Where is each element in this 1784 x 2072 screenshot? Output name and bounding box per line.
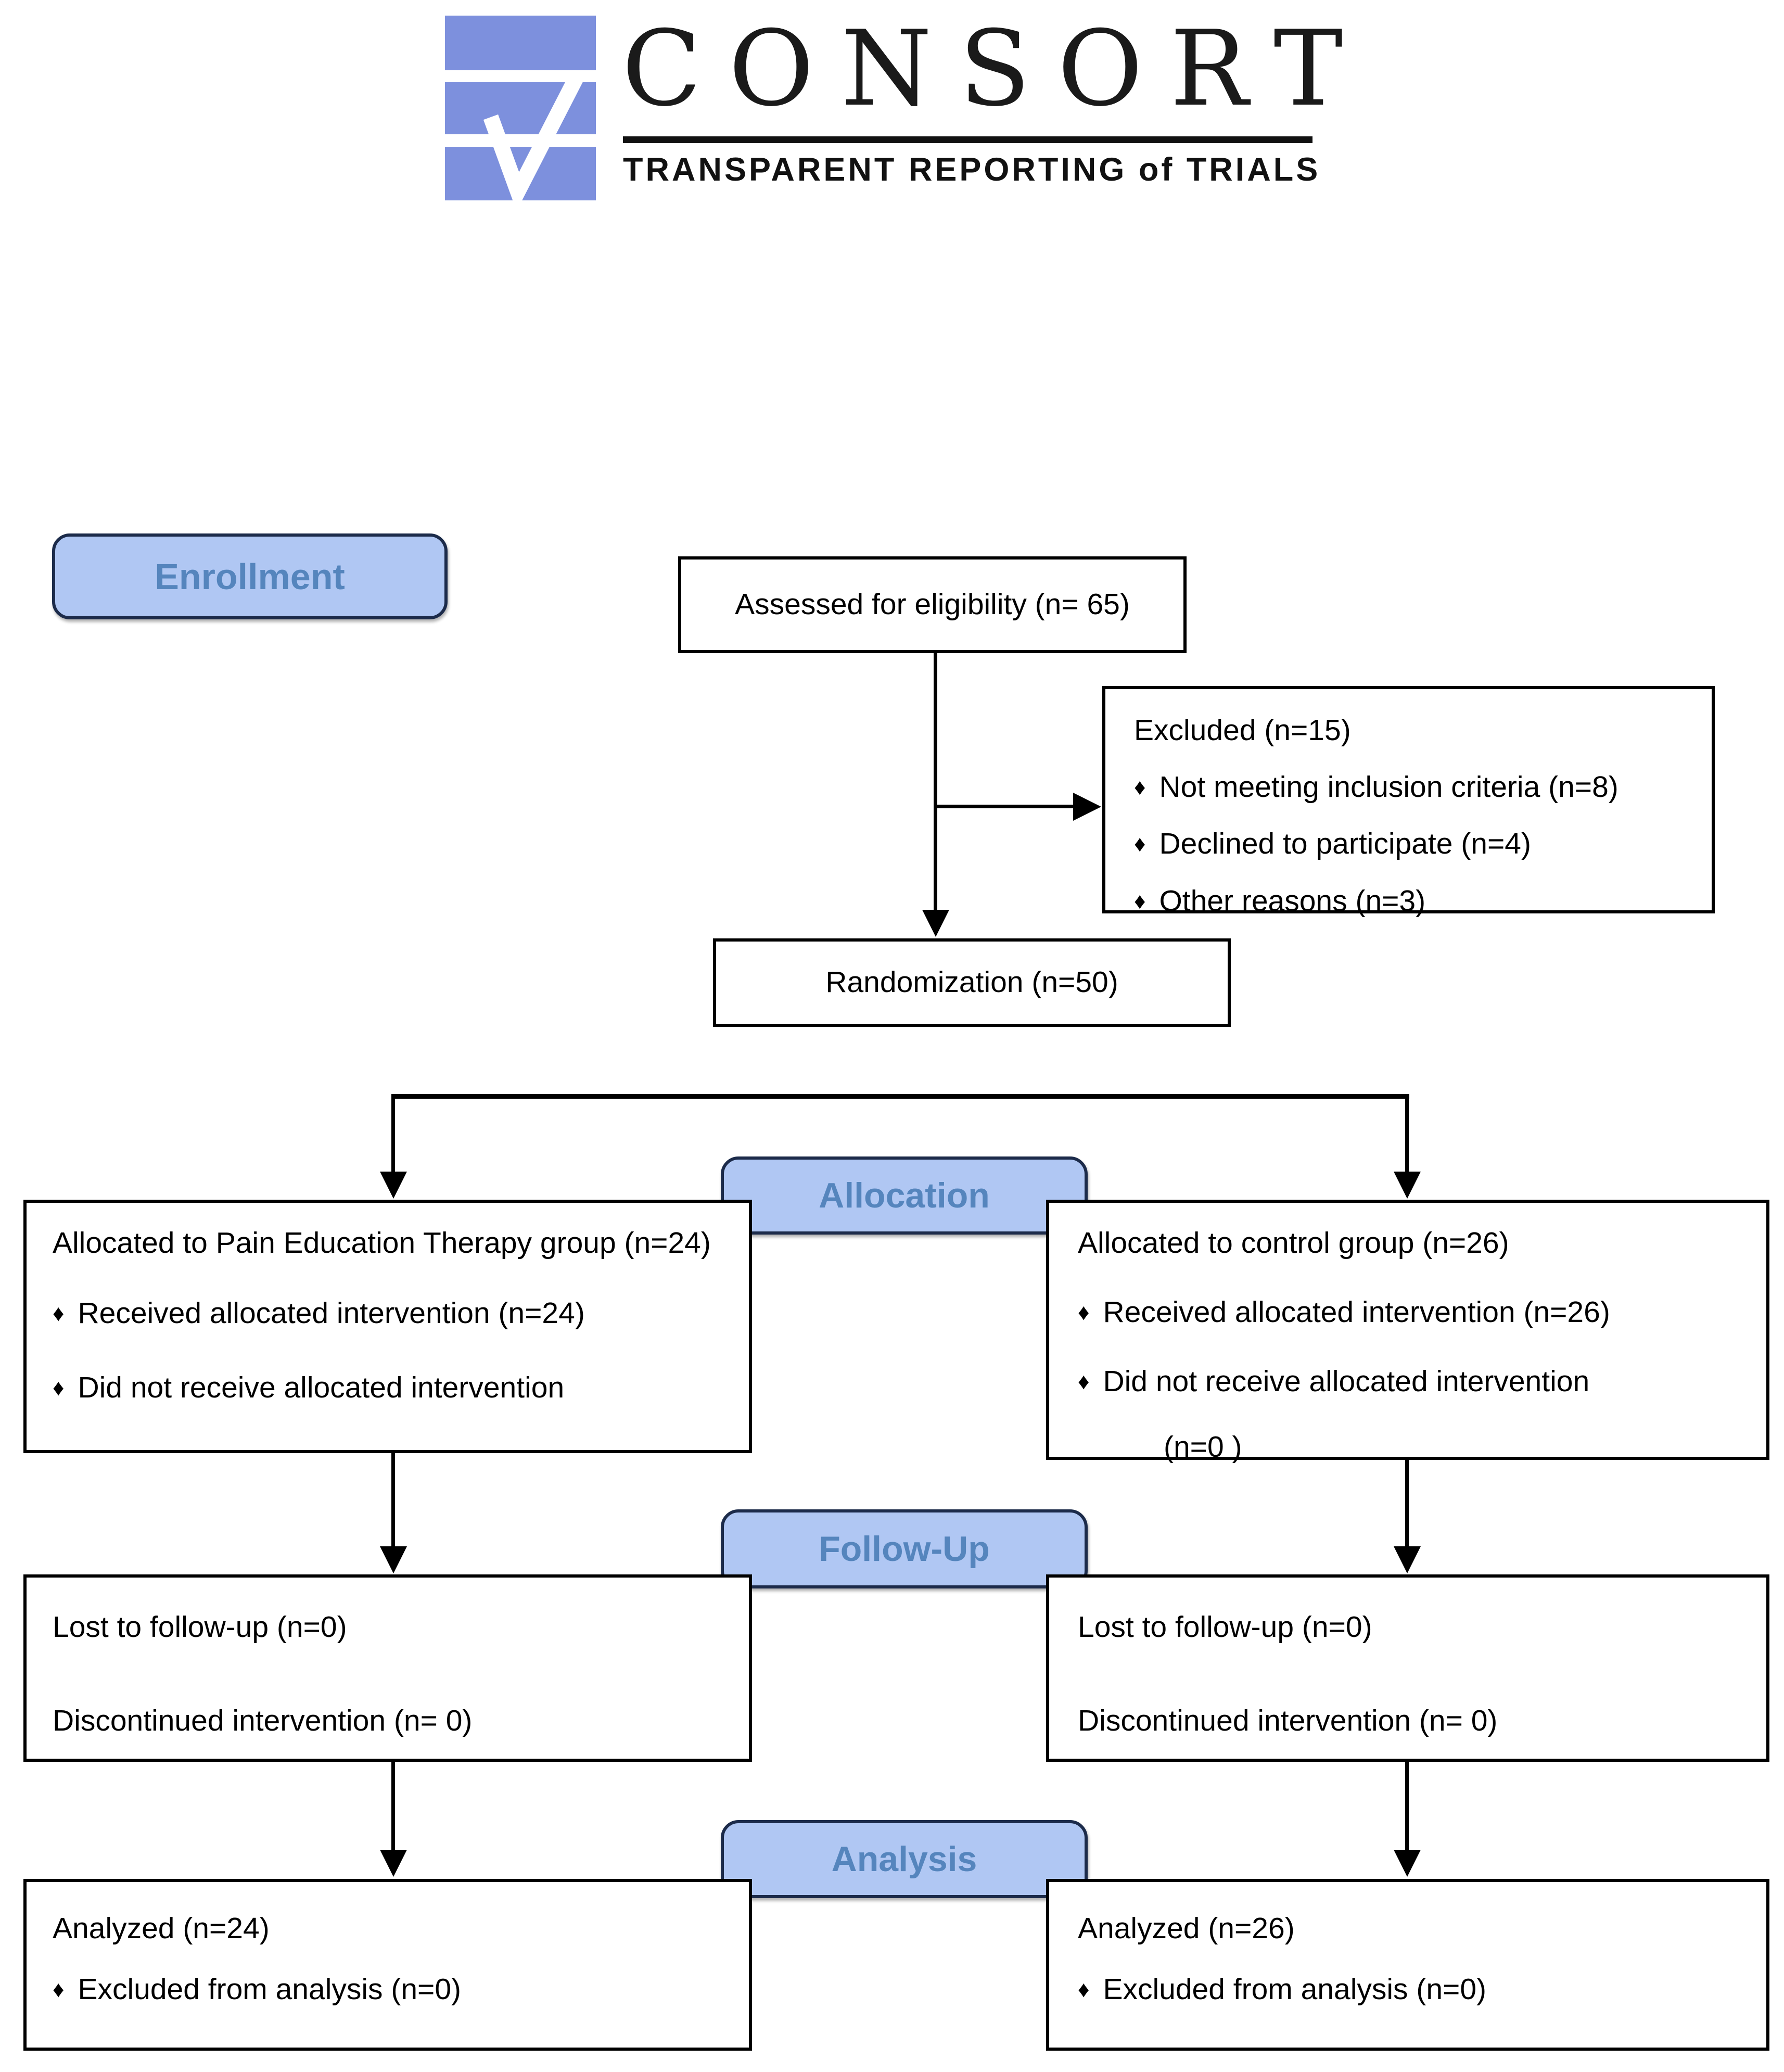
diamond-bullet-icon: ♦: [53, 1977, 65, 2003]
box-analysis-intervention-group: Analyzed (n=24) ♦ Excluded from analysis…: [23, 1879, 752, 2051]
analysis-right-bullet-1: ♦ Excluded from analysis (n=0): [1078, 1970, 1745, 2009]
stage-label-enrollment: Enrollment: [52, 533, 448, 619]
arrowhead-into-alloc-right: [1394, 1172, 1421, 1199]
stage-label-allocation: Allocation: [721, 1156, 1088, 1235]
box-allocated-control-group: Allocated to control group (n=26) ♦ Rece…: [1046, 1200, 1769, 1464]
assessed-text: Assessed for eligibility (n= 65): [735, 588, 1130, 621]
allocation-label-text: Allocation: [819, 1176, 990, 1215]
logo-divider: [623, 136, 1312, 143]
alloc-left-bullet-2-text: Did not receive allocated intervention: [78, 1371, 565, 1405]
analysis-right-bullet-1-text: Excluded from analysis (n=0): [1103, 1973, 1487, 2006]
analysis-left-title: Analyzed (n=24): [53, 1912, 270, 1945]
alloc-right-bullet-2-text: Did not receive allocated intervention: [1103, 1365, 1590, 1399]
follow-right-line-1: Lost to follow-up (n=0): [1078, 1610, 1372, 1644]
alloc-right-title: Allocated to control group (n=26): [1078, 1226, 1509, 1260]
arrowhead-into-randomization: [922, 910, 949, 937]
stage-label-analysis: Analysis: [721, 1820, 1088, 1898]
stage-label-followup: Follow-Up: [721, 1509, 1088, 1588]
alloc-left-bullet-1: ♦ Received allocated intervention (n=24): [53, 1294, 725, 1333]
analysis-left-bullet-1-text: Excluded from analysis (n=0): [78, 1973, 462, 2006]
randomization-text: Randomization (n=50): [825, 965, 1118, 999]
alloc-right-bullet-1-text: Received allocated intervention (n=26): [1103, 1295, 1610, 1329]
logo-bar-top: [445, 16, 596, 70]
diamond-bullet-icon: ♦: [1078, 1300, 1090, 1326]
diamond-bullet-icon: ♦: [1134, 888, 1146, 914]
followup-label-text: Follow-Up: [819, 1529, 990, 1569]
alloc-left-bullet-1-text: Received allocated intervention (n=24): [78, 1296, 585, 1330]
alloc-left-bullet-2: ♦ Did not receive allocated intervention: [53, 1368, 725, 1407]
box-followup-intervention-group: Lost to follow-up (n=0) Discontinued int…: [23, 1574, 752, 1762]
logo-title: CONSORT: [622, 8, 1370, 130]
arrowhead-into-alloc-left: [380, 1172, 407, 1199]
excluded-title: Excluded (n=15): [1134, 714, 1351, 747]
alloc-right-bullet-1: ♦ Received allocated intervention (n=26): [1078, 1293, 1745, 1332]
excluded-bullet-3-text: Other reasons (n=3): [1159, 884, 1426, 918]
connector-follow-analysis-right: [1405, 1762, 1409, 1851]
diamond-bullet-icon: ♦: [1078, 1369, 1090, 1395]
follow-left-line-1: Lost to follow-up (n=0): [53, 1610, 347, 1644]
box-randomization: Randomization (n=50): [713, 938, 1231, 1027]
arrowhead-into-follow-right: [1394, 1546, 1421, 1573]
excluded-bullet-1-text: Not meeting inclusion criteria (n=8): [1159, 770, 1619, 804]
alloc-right-bullet-2: ♦ Did not receive allocated intervention: [1078, 1362, 1745, 1401]
excluded-bullet-3: ♦ Other reasons (n=3): [1134, 882, 1696, 921]
analysis-label-text: Analysis: [831, 1839, 977, 1879]
arrowhead-into-follow-left: [380, 1546, 407, 1573]
connector-branch-left: [391, 1094, 395, 1173]
box-analysis-control-group: Analyzed (n=26) ♦ Excluded from analysis…: [1046, 1879, 1769, 2051]
excluded-bullet-2: ♦ Declined to participate (n=4): [1134, 824, 1696, 863]
connector-alloc-follow-left: [391, 1453, 395, 1548]
branch-line-allocation: [391, 1094, 1409, 1099]
arrowhead-into-analysis-right: [1394, 1850, 1421, 1877]
diamond-bullet-icon: ♦: [53, 1375, 65, 1401]
connector-assessed-to-randomization: [934, 653, 937, 911]
alloc-right-n0-line: (n=0 ): [1164, 1430, 1242, 1464]
box-excluded: Excluded (n=15) ♦ Not meeting inclusion …: [1102, 686, 1715, 918]
enrollment-label-text: Enrollment: [155, 556, 345, 597]
checkmark-icon: [483, 70, 585, 200]
arrowhead-into-analysis-left: [380, 1850, 407, 1877]
logo-tagline: TRANSPARENT REPORTING of TRIALS: [623, 151, 1321, 188]
connector-follow-analysis-left: [391, 1762, 395, 1851]
consort-checkbox-icon: [445, 16, 596, 200]
connector-branch-right: [1405, 1094, 1409, 1173]
follow-left-line-2: Discontinued intervention (n= 0): [53, 1704, 473, 1738]
box-allocated-intervention-group: Allocated to Pain Education Therapy grou…: [23, 1200, 752, 1453]
diamond-bullet-icon: ♦: [1134, 831, 1146, 857]
follow-right-line-2: Discontinued intervention (n= 0): [1078, 1704, 1498, 1738]
diamond-bullet-icon: ♦: [53, 1301, 65, 1327]
arrowhead-into-excluded: [1073, 793, 1101, 821]
connector-to-excluded: [934, 805, 1075, 808]
analysis-right-title: Analyzed (n=26): [1078, 1912, 1295, 1945]
box-assessed-for-eligibility: Assessed for eligibility (n= 65): [678, 556, 1187, 653]
analysis-left-bullet-1: ♦ Excluded from analysis (n=0): [53, 1970, 728, 2009]
alloc-left-title: Allocated to Pain Education Therapy grou…: [53, 1226, 711, 1260]
diamond-bullet-icon: ♦: [1134, 774, 1146, 800]
diamond-bullet-icon: ♦: [1078, 1977, 1090, 2003]
excluded-bullet-2-text: Declined to participate (n=4): [1159, 827, 1531, 861]
excluded-bullet-1: ♦ Not meeting inclusion criteria (n=8): [1134, 768, 1696, 807]
box-followup-control-group: Lost to follow-up (n=0) Discontinued int…: [1046, 1574, 1769, 1762]
connector-alloc-follow-right: [1405, 1453, 1409, 1548]
